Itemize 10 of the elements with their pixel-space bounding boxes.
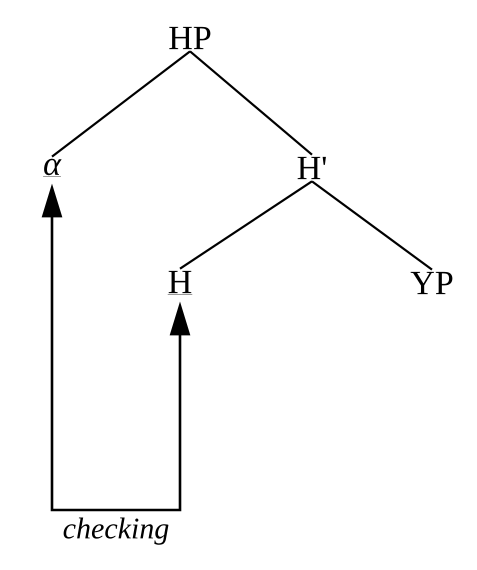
tree-branch	[311, 180, 433, 271]
underlined-label: H	[168, 270, 192, 295]
tree-label: H'	[298, 156, 326, 180]
underlined-label: α	[42, 158, 62, 177]
tree-branch	[51, 50, 191, 158]
tree-label: HP	[169, 26, 210, 50]
tree-branch	[189, 50, 313, 156]
edge-label: checking	[64, 518, 168, 545]
tree-branch	[179, 180, 313, 270]
tree-label: YP	[410, 272, 452, 294]
